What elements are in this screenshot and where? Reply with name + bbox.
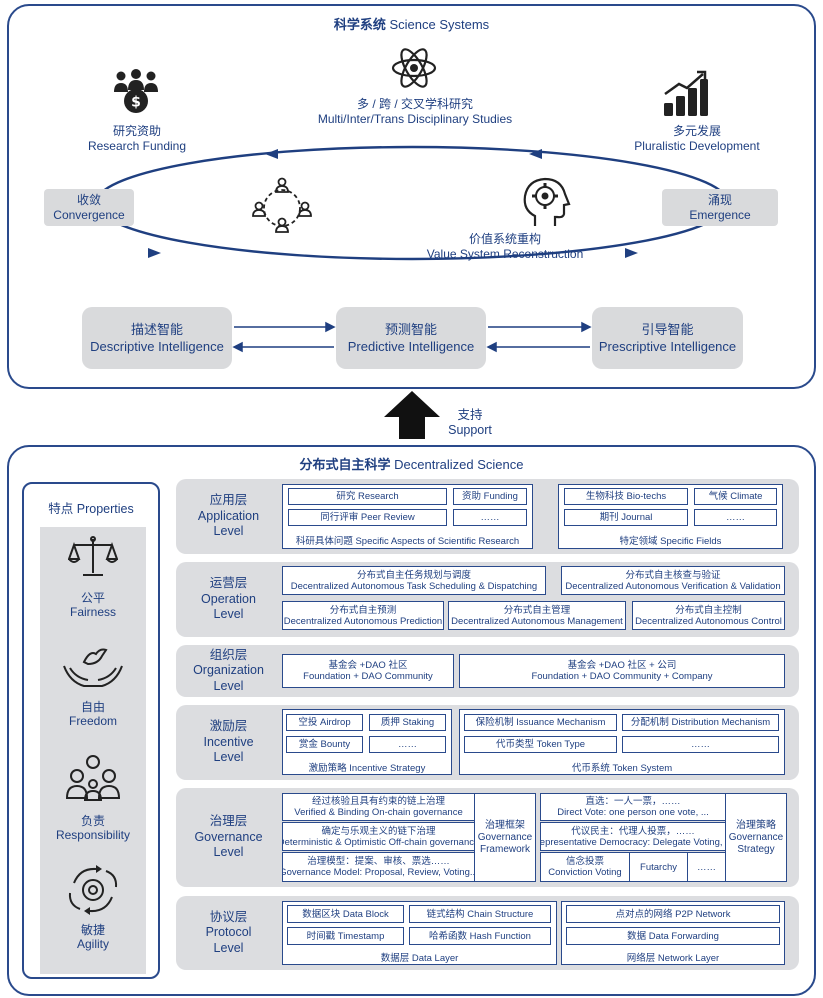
peer-review-cell: 同行评审 Peer Review [288,509,447,526]
issuance-cell: 保险机制 Issuance Mechanism [464,714,617,731]
research-aspects-caption: 科研具体问题 Specific Aspects of Scientific Re… [295,536,520,547]
scales-icon [68,536,118,576]
distribution-cell: 分配机制 Distribution Mechanism [622,714,779,731]
incentive-more-left-cell: …… [369,736,446,753]
property-agility-en: Agility [76,937,109,951]
property-fairness-zh: 公平 [80,591,105,605]
desci-title-en: Decentralized Science [394,457,524,472]
incentive-strategy-caption: 激励策略 Incentive Strategy [308,763,426,774]
futarchy-cell: Futarchy [629,852,688,882]
airdrop-cell: 空投 Airdrop [286,714,363,731]
properties-title: 特点 Properties [48,502,134,516]
property-agility: 敏捷 Agility [40,859,146,974]
hash-function-cell: 哈希函数 Hash Function [409,927,551,945]
property-freedom-zh: 自由 [80,700,105,714]
application-more-right-cell: …… [694,509,777,526]
chain-structure-cell: 链式结构 Chain Structure [409,905,551,923]
climate-cell: 气候 Climate [694,488,777,505]
governance-more-cell: …… [687,852,726,882]
science-title-en: Science Systems [389,17,490,32]
property-agility-zh: 敏捷 [80,923,105,937]
properties-panel: 特点 Properties 公平 Fairness 自由 Freedom [22,482,160,979]
specific-fields-caption: 特定领域 Specific Fields [619,536,722,547]
funding-cell: 资助 Funding [453,488,527,505]
intelligence-arrows [232,321,592,353]
svg-text:$: $ [131,95,141,111]
property-fairness: 公平 Fairness [40,527,146,642]
token-type-cell: 代币类型 Token Type [464,736,617,753]
people-chat-icon [65,755,121,801]
research-cell: 研究 Research [288,488,447,505]
network-layer-caption: 网络层 Network Layer [626,953,720,964]
support-arrow-icon [384,391,440,439]
property-responsibility-en: Responsibility [55,828,131,842]
data-block-cell: 数据区块 Data Block [287,905,404,923]
science-title: 科学系统 Science Systems [0,14,823,33]
network-people-icon [252,177,312,233]
dove-hands-icon [63,648,123,687]
desci-title: 分布式自主科学 Decentralized Science [0,454,823,473]
data-layer-caption: 数据层 Data Layer [380,953,459,964]
property-responsibility: 负责 Responsibility [40,750,146,865]
atom-icon [391,48,437,88]
head-gear-icon [523,177,571,226]
governance-model-cell: 治理模型：提案、审核、票选……Governance Model: Proposa… [282,852,475,882]
funding-people-icon: $ [114,69,158,113]
gear-cycle-icon [68,865,118,915]
p2p-network-cell: 点对点的网络 P2P Network [566,905,780,923]
property-freedom: 自由 Freedom [40,636,146,751]
incentive-more-right-cell: …… [622,736,779,753]
bounty-cell: 赏金 Bounty [286,736,363,753]
application-more-left-cell: …… [453,509,527,526]
token-system-caption: 代币系统 Token System [571,763,673,774]
property-fairness-en: Fairness [69,605,116,619]
staking-cell: 质押 Staking [369,714,446,731]
desci-title-zh: 分布式自主科学 [299,457,391,472]
property-responsibility-zh: 负责 [80,814,105,828]
data-forwarding-cell: 数据 Data Forwarding [566,927,780,945]
journal-cell: 期刊 Journal [564,509,688,526]
science-title-zh: 科学系统 [333,17,386,32]
biotech-cell: 生物科技 Bio-techs [564,488,688,505]
representative-democracy-cell: 代议民主：代理人投票，……Representative Democracy: D… [540,822,726,851]
property-freedom-en: Freedom [68,714,118,728]
growth-chart-icon [664,70,708,116]
direct-vote-cell: 直选：一人一票，……Direct Vote: one person one vo… [540,793,726,821]
timestamp-cell: 时间戳 Timestamp [287,927,404,945]
